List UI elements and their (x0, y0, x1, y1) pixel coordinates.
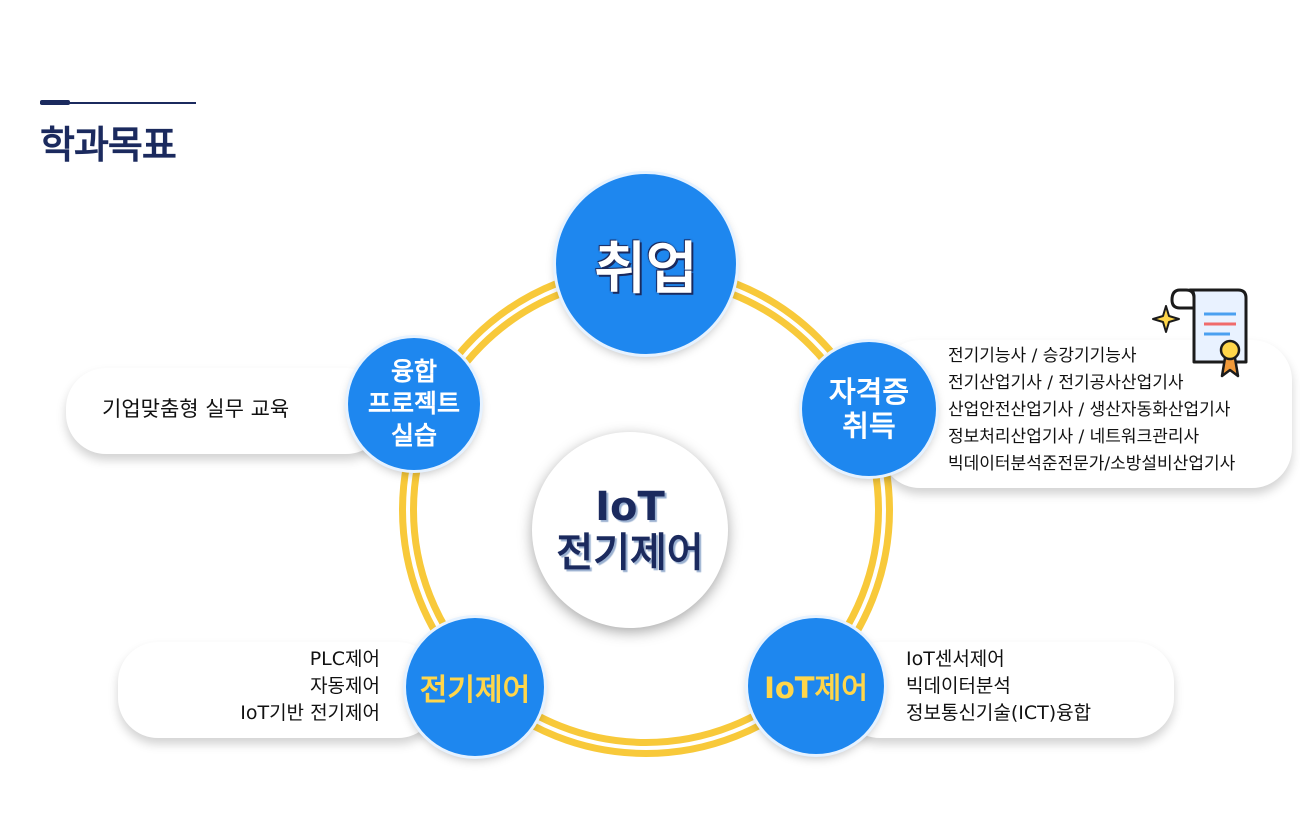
description-left: 기업맞춤형 실무 교육 (102, 397, 290, 421)
certificate-icon (1152, 288, 1248, 378)
list-item: PLC제어 (309, 648, 380, 670)
node-label-line: 융합 (390, 357, 437, 386)
node-label-line: 실습 (390, 421, 437, 450)
center-hub: IoT 전기제어 (532, 432, 728, 628)
node-label: IoT제어 (764, 671, 868, 705)
description-pill-left (66, 368, 386, 454)
node-iot-control: IoT제어 (748, 618, 884, 754)
node-electrical-control: 전기제어 (406, 618, 544, 756)
list-item: 정보통신기술(ICT)융합 (906, 702, 1092, 724)
node-employment: 취업 (556, 174, 736, 354)
description-pill-bottom-right (840, 642, 1174, 738)
list-item: 자동제어 (310, 675, 380, 697)
title-underline (40, 102, 196, 104)
node-convergence-project: 융합 프로젝트 실습 (348, 338, 480, 470)
node-label: 취업 (594, 236, 698, 302)
list-item: IoT센서제어 (906, 648, 1005, 670)
description-right-list: 전기기능사 / 승강기기능사 전기산업기사 / 전기공사산업기사 산업안전산업기… (948, 343, 1235, 478)
description-pill-bottom-left (118, 642, 438, 738)
node-label-line: 자격증 (828, 375, 910, 409)
list-item: 빅데이터분석 (906, 675, 1011, 697)
node-label-line: 취득 (842, 409, 896, 443)
title-accent-bar (40, 100, 70, 105)
center-label-line: 전기제어 (556, 530, 704, 576)
sparkle-icon (1152, 305, 1180, 333)
list-item: 전기산업기사 / 전기공사산업기사 (948, 373, 1184, 393)
node-certification: 자격증 취득 (802, 342, 936, 476)
list-item: 산업안전산업기사 / 생산자동화산업기사 (948, 400, 1231, 420)
center-label-line: IoT (595, 484, 665, 530)
description-bottom-left-list: PLC제어 자동제어 IoT기반 전기제어 (240, 646, 380, 727)
node-label-line: 프로젝트 (367, 389, 460, 418)
page-title: 학과목표 (40, 123, 177, 167)
list-item: IoT기반 전기제어 (240, 702, 380, 724)
list-item: 빅데이터분석준전문가/소방설비산업기사 (948, 454, 1236, 474)
node-label: 전기제어 (419, 673, 531, 708)
list-item: 전기기능사 / 승강기기능사 (948, 346, 1137, 366)
list-item: 정보처리산업기사 / 네트워크관리사 (948, 427, 1200, 447)
description-bottom-right-list: IoT센서제어 빅데이터분석 정보통신기술(ICT)융합 (906, 646, 1091, 727)
